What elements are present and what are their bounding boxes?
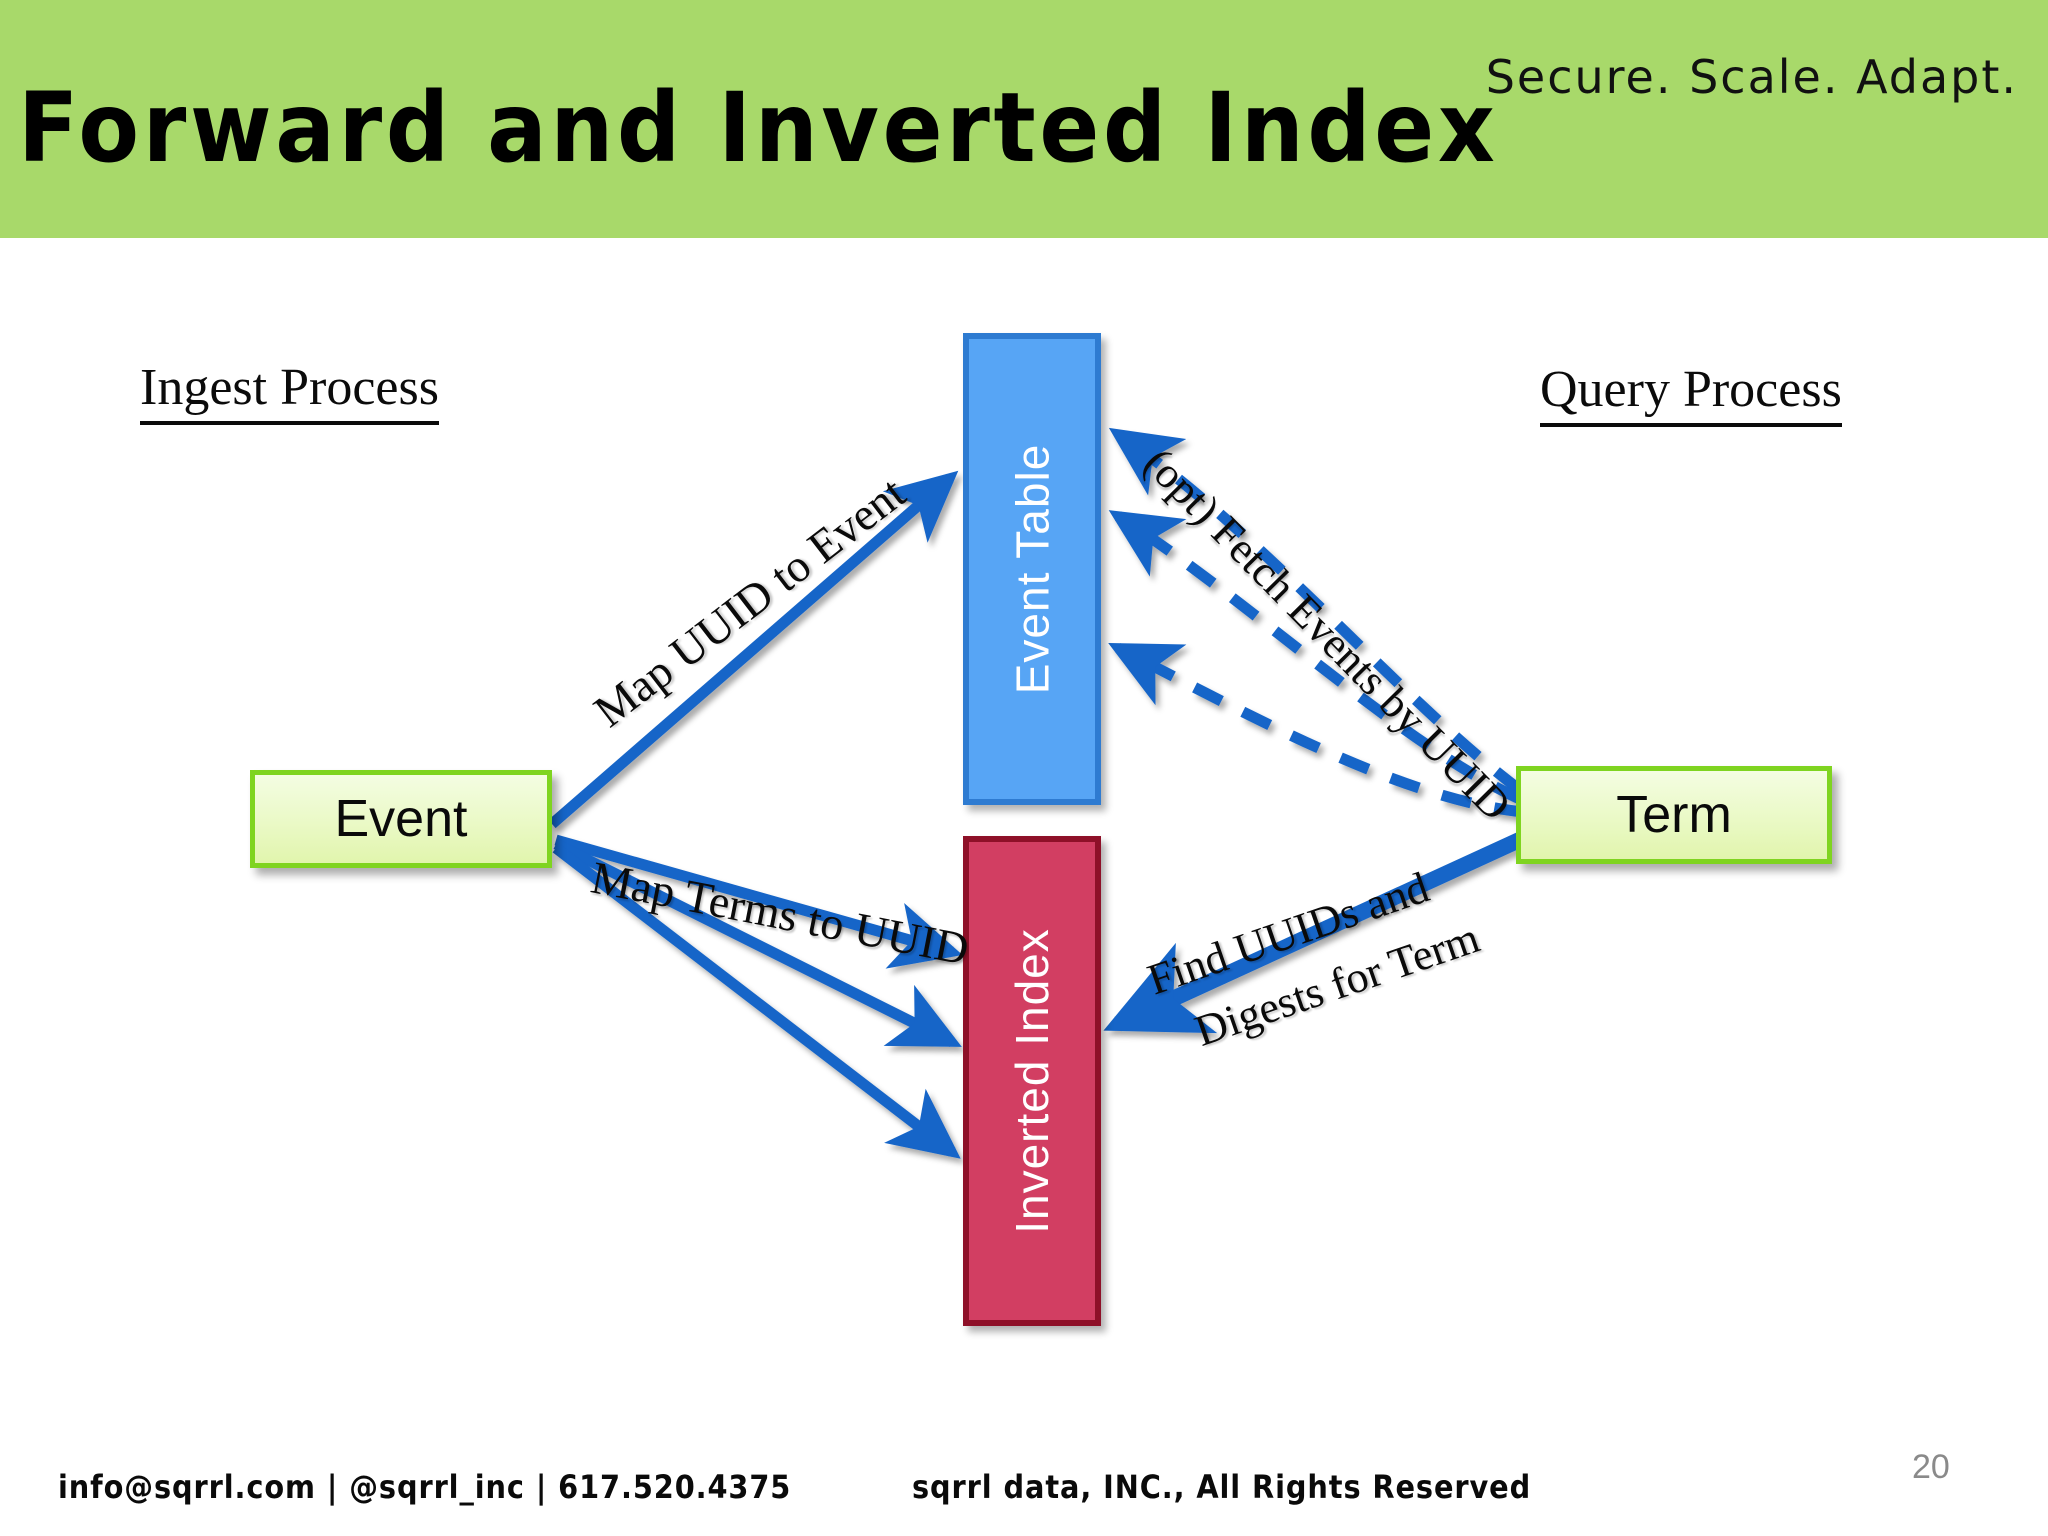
node-term-label: Term bbox=[1616, 786, 1732, 844]
header-band: Forward and Inverted Index Secure. Scale… bbox=[0, 0, 2048, 238]
arrow-fetch-events-3 bbox=[1108, 643, 1525, 818]
arrow-fetch-events-1 bbox=[1108, 427, 1524, 795]
footer-contact: info@sqrrl.com | @sqrrl_inc | 617.520.43… bbox=[58, 1468, 792, 1506]
node-event[interactable]: Event bbox=[250, 770, 552, 868]
arrow-map-terms-to-uuid-1 bbox=[554, 834, 963, 969]
arrow-find-uuids-for-term bbox=[1103, 828, 1532, 1034]
arrow-fetch-events-2 bbox=[1108, 510, 1525, 806]
node-inverted-index-label: Inverted Index bbox=[1006, 928, 1058, 1234]
node-term[interactable]: Term bbox=[1516, 766, 1832, 864]
brand-tagline: Secure. Scale. Adapt. bbox=[1485, 50, 2018, 104]
arrow-map-terms-to-uuid-3 bbox=[552, 843, 961, 1159]
arrow-map-uuid-to-event bbox=[548, 470, 959, 829]
ingest-process-heading: Ingest Process bbox=[140, 358, 439, 425]
node-event-table[interactable]: Event Table bbox=[963, 333, 1101, 805]
page-title: Forward and Inverted Index bbox=[18, 72, 1499, 184]
node-event-label: Event bbox=[334, 790, 468, 848]
page-number: 20 bbox=[1912, 1448, 1950, 1486]
arrow-map-terms-to-uuid-2 bbox=[553, 839, 962, 1047]
node-inverted-index[interactable]: Inverted Index bbox=[963, 836, 1101, 1326]
footer-copyright: sqrrl data, INC., All Rights Reserved bbox=[912, 1468, 1532, 1506]
node-event-table-label: Event Table bbox=[1006, 443, 1059, 695]
query-process-heading: Query Process bbox=[1540, 360, 1842, 427]
